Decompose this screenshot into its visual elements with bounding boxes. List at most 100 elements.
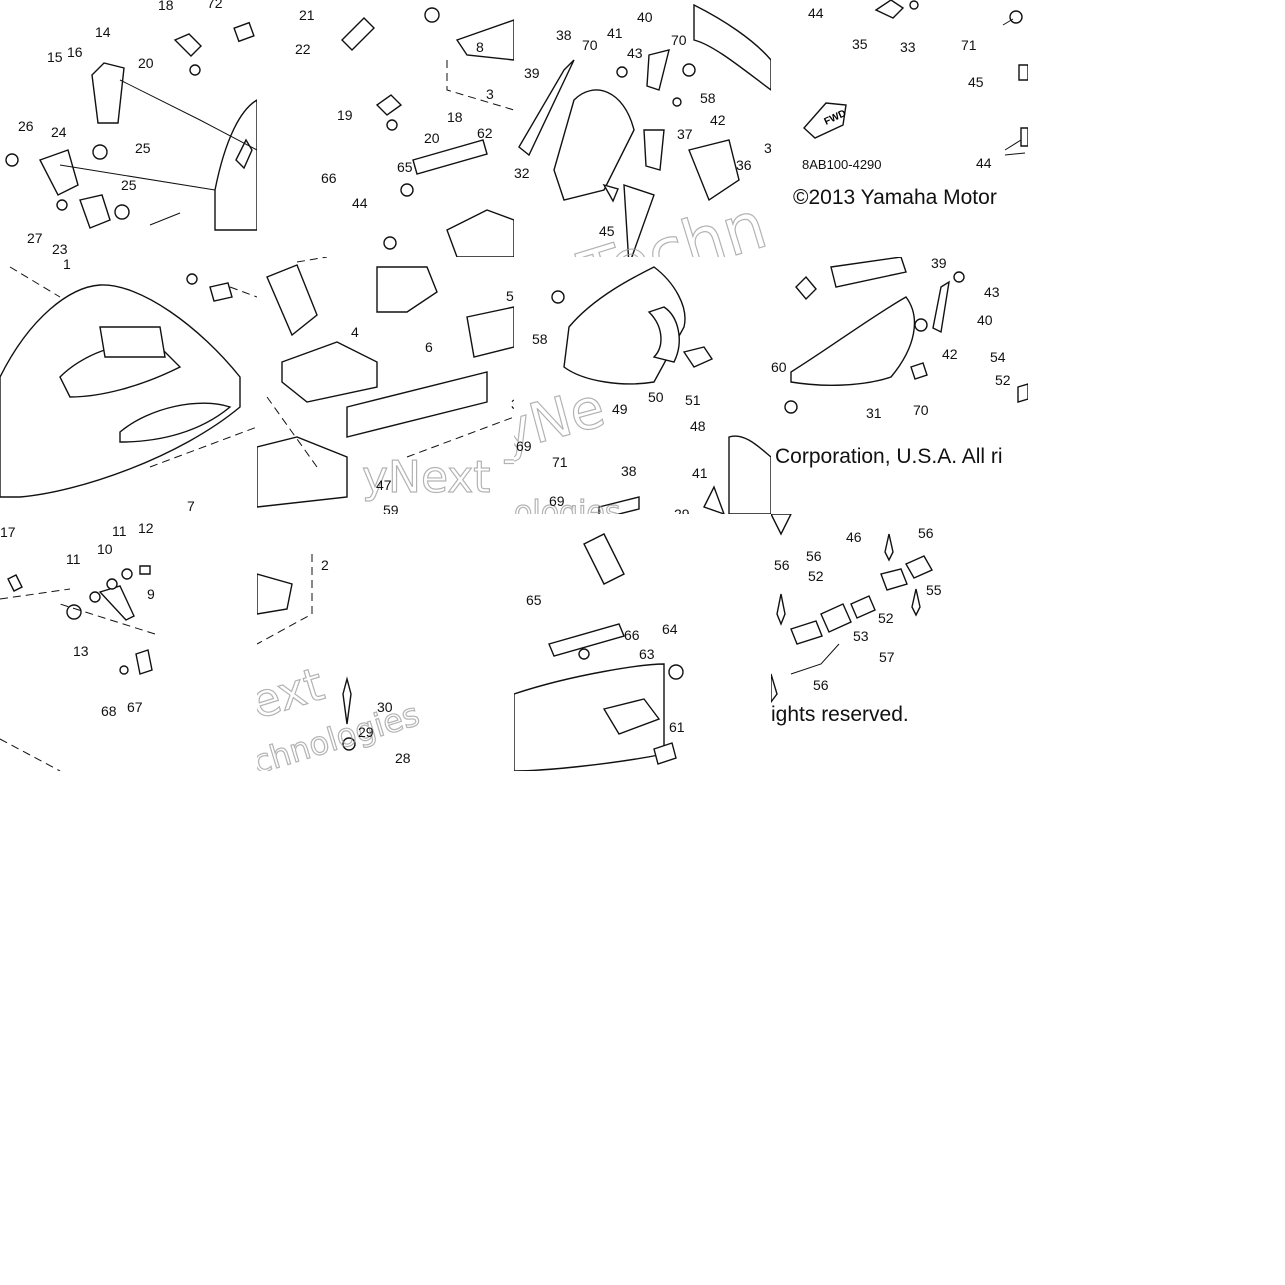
callout: 70	[671, 32, 687, 48]
callout: 23	[52, 241, 68, 257]
hood-detail	[235, 138, 253, 170]
part-12-bolt	[139, 565, 151, 575]
callout: 8	[476, 39, 484, 55]
watermark: yNext Te	[362, 452, 514, 503]
tile-f-drawing: yNext Te 4 6 5 59 34 47 59	[257, 257, 514, 514]
tile-fasteners-right: 46 56 56 56 52 55 52 53 57 56 ights rese…	[771, 514, 1028, 771]
callout: 44	[352, 195, 368, 211]
callout: 24	[51, 124, 67, 140]
part-9-lever	[98, 585, 135, 621]
callout: 11	[66, 551, 81, 567]
part-8-panel	[455, 19, 514, 61]
tile-g-drawing: yNe ologies 58 49 50 51 48 69 71 38 69 4…	[514, 266, 771, 514]
tile-panels-center: yNe ologies 58 49 50 51 48 69 71 38 69 4…	[514, 257, 771, 514]
callout: 11	[112, 523, 127, 539]
part-35-piece	[874, 0, 905, 19]
part-52-grommet	[880, 568, 908, 591]
callout: 52	[995, 372, 1011, 388]
callout: 22	[295, 41, 311, 57]
part-25-grommet-b	[114, 204, 130, 220]
callout: 54	[990, 349, 1006, 365]
callout: 3	[764, 140, 771, 156]
callout: 13	[73, 643, 89, 659]
part-42-washer	[672, 97, 682, 107]
part-18-clip	[173, 33, 202, 57]
callout: 66	[624, 627, 640, 643]
callout: 56	[806, 548, 822, 564]
callout: 42	[942, 346, 958, 362]
callout: 47	[376, 477, 392, 493]
pad	[266, 264, 318, 337]
callout-labels: 44 35 33 71 45 44	[808, 5, 992, 171]
callout: 41	[692, 465, 708, 481]
callout: 55	[926, 582, 942, 598]
callout: 25	[135, 140, 151, 156]
part-49-cover	[563, 266, 686, 385]
callout-labels: 65 66 64 63 61	[526, 592, 685, 735]
callout: 65	[526, 592, 542, 608]
callout-labels: 58 49 50 51 48 69 71 38 69 41 29	[516, 331, 708, 514]
part-50-seal	[647, 306, 680, 363]
callout: 45	[968, 74, 984, 90]
hood-panel-edge	[214, 99, 257, 231]
hood-window	[99, 326, 166, 358]
part-18-bracket	[375, 94, 403, 116]
part-36-panel	[688, 139, 740, 202]
callout: 57	[879, 649, 895, 665]
callout: 34	[511, 396, 514, 412]
callout: 30	[377, 699, 393, 715]
leader-line	[119, 79, 257, 151]
dashed-leaders	[9, 266, 257, 468]
part-38-tube	[518, 59, 575, 157]
tile-j-drawing: ext chnologies 2 30 29 28	[257, 554, 424, 771]
part-33-clip	[909, 0, 919, 10]
tile-lower-console: 65 66 64 63 61	[514, 514, 771, 771]
callout: 1	[63, 257, 71, 272]
part-45-clip	[602, 183, 619, 203]
callout: 15	[47, 49, 63, 65]
callout: 25	[121, 177, 137, 193]
part-72-tag	[233, 21, 255, 43]
part-40-bracket	[646, 49, 670, 91]
callout: 52	[878, 610, 894, 626]
callout: 14	[95, 24, 111, 40]
lower-panel	[257, 436, 348, 508]
callout: 16	[67, 44, 83, 60]
tile-l-drawing: 46 56 56 56 52 55 52 53 57 56	[771, 514, 942, 704]
panel-tip	[771, 514, 792, 536]
callout: 29	[358, 724, 374, 740]
callout: 12	[138, 520, 154, 536]
callout-labels: 17 11 12 10 11 9 13 68 67	[0, 520, 155, 719]
part-55-grommet	[905, 555, 933, 579]
part-40-bracket	[932, 280, 950, 334]
callout: 33	[900, 39, 916, 55]
callout: 62	[477, 125, 493, 141]
part-48-bracket	[728, 435, 771, 514]
callout: 35	[852, 36, 868, 52]
copyright-text-2: Corporation, U.S.A. All ri	[775, 445, 1003, 468]
part-68-washer	[119, 665, 129, 675]
part-38-strip	[598, 496, 640, 514]
part-64-nut	[668, 664, 684, 680]
callout: 17	[0, 524, 16, 540]
part-41-bolt	[703, 485, 725, 514]
callout: 39	[524, 65, 540, 81]
dashed-lines	[0, 588, 156, 771]
callout: 43	[627, 45, 643, 61]
callout: 43	[984, 284, 1000, 300]
watermark-2: ologies	[514, 495, 621, 514]
copyright-text-1: ©2013 Yamaha Motor	[793, 186, 997, 209]
part-25-grommet	[92, 144, 108, 160]
callout: 56	[813, 677, 829, 693]
part-24-hinge	[39, 149, 79, 196]
callout: 71	[961, 37, 977, 53]
callout: 48	[690, 418, 706, 434]
part-60-bolt	[784, 400, 798, 414]
part-56-pin-b	[884, 533, 894, 562]
callout: 70	[582, 37, 598, 53]
part-30-pin	[342, 676, 352, 725]
part-4-pad	[281, 341, 378, 403]
callout-labels: 18 72 14 15 16 20 26 24 25 25 27 23	[18, 0, 223, 257]
callout: 60	[771, 359, 787, 375]
callout: 69	[549, 493, 565, 509]
